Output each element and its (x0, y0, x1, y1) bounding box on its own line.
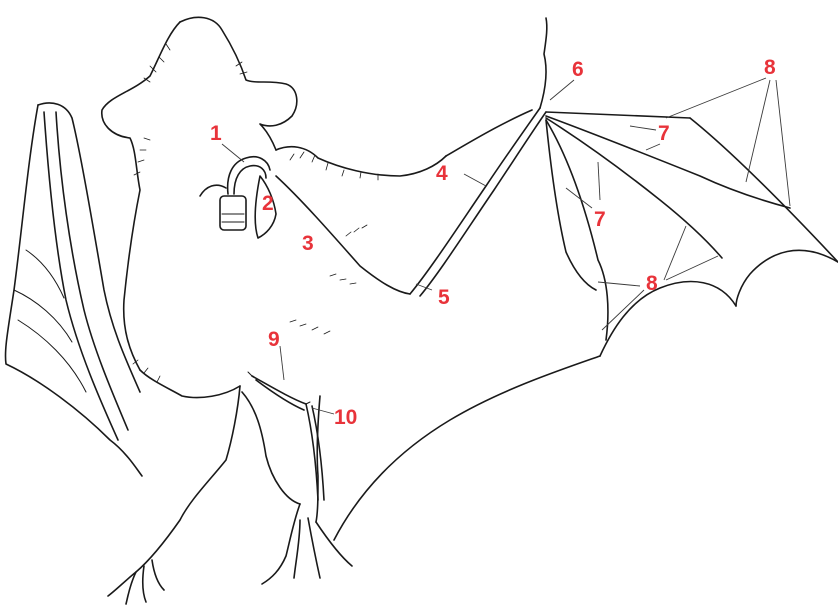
leg-bones (248, 372, 324, 500)
label-5: 5 (438, 286, 450, 309)
label-8-upper: 8 (764, 56, 776, 79)
label-2: 2 (262, 192, 274, 215)
label-4: 4 (436, 162, 448, 185)
left-wing (5, 103, 142, 476)
right-wing (276, 18, 838, 540)
label-3: 3 (302, 232, 314, 255)
label-1: 1 (210, 122, 222, 145)
bat-body (102, 17, 446, 604)
label-7-upper: 7 (658, 122, 670, 145)
label-8-lower: 8 (646, 272, 658, 295)
label-10: 10 (334, 406, 357, 429)
label-7-lower: 7 (594, 208, 606, 231)
label-6: 6 (572, 58, 584, 81)
label-9: 9 (268, 328, 280, 351)
